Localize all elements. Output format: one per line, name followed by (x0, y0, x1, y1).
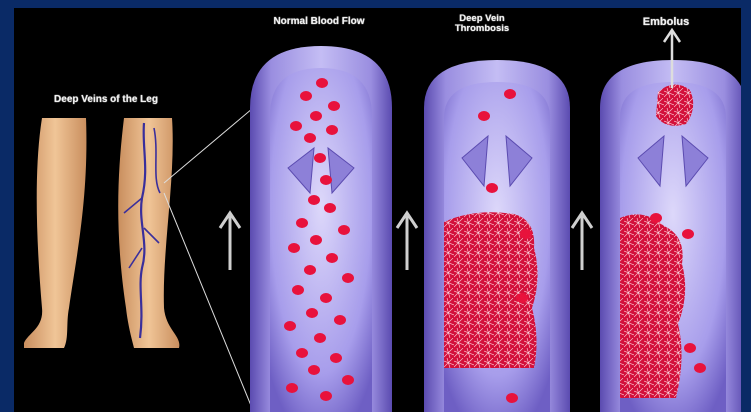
up-arrow-3 (572, 213, 592, 270)
dvt-caption: Deep Vein Thrombosis (442, 14, 522, 34)
legs-caption: Deep Veins of the Leg (46, 94, 166, 105)
vein-embolus (600, 30, 741, 412)
vein-normal (250, 46, 392, 412)
diagram-artwork (14, 8, 741, 412)
embolus-clot (656, 84, 693, 125)
vein-dvt (424, 60, 570, 412)
embolus-caption: Embolus (626, 16, 706, 28)
thrombus-remnant (620, 214, 685, 398)
up-arrow-1 (220, 213, 240, 270)
left-leg (24, 118, 86, 348)
zoom-line-top (164, 103, 259, 183)
diagram-panel: Deep Veins of the Leg Normal Blood Flow … (14, 8, 741, 412)
up-arrow-2 (397, 213, 417, 270)
legs-illustration (24, 103, 259, 408)
normal-flow-caption: Normal Blood Flow (254, 16, 384, 27)
